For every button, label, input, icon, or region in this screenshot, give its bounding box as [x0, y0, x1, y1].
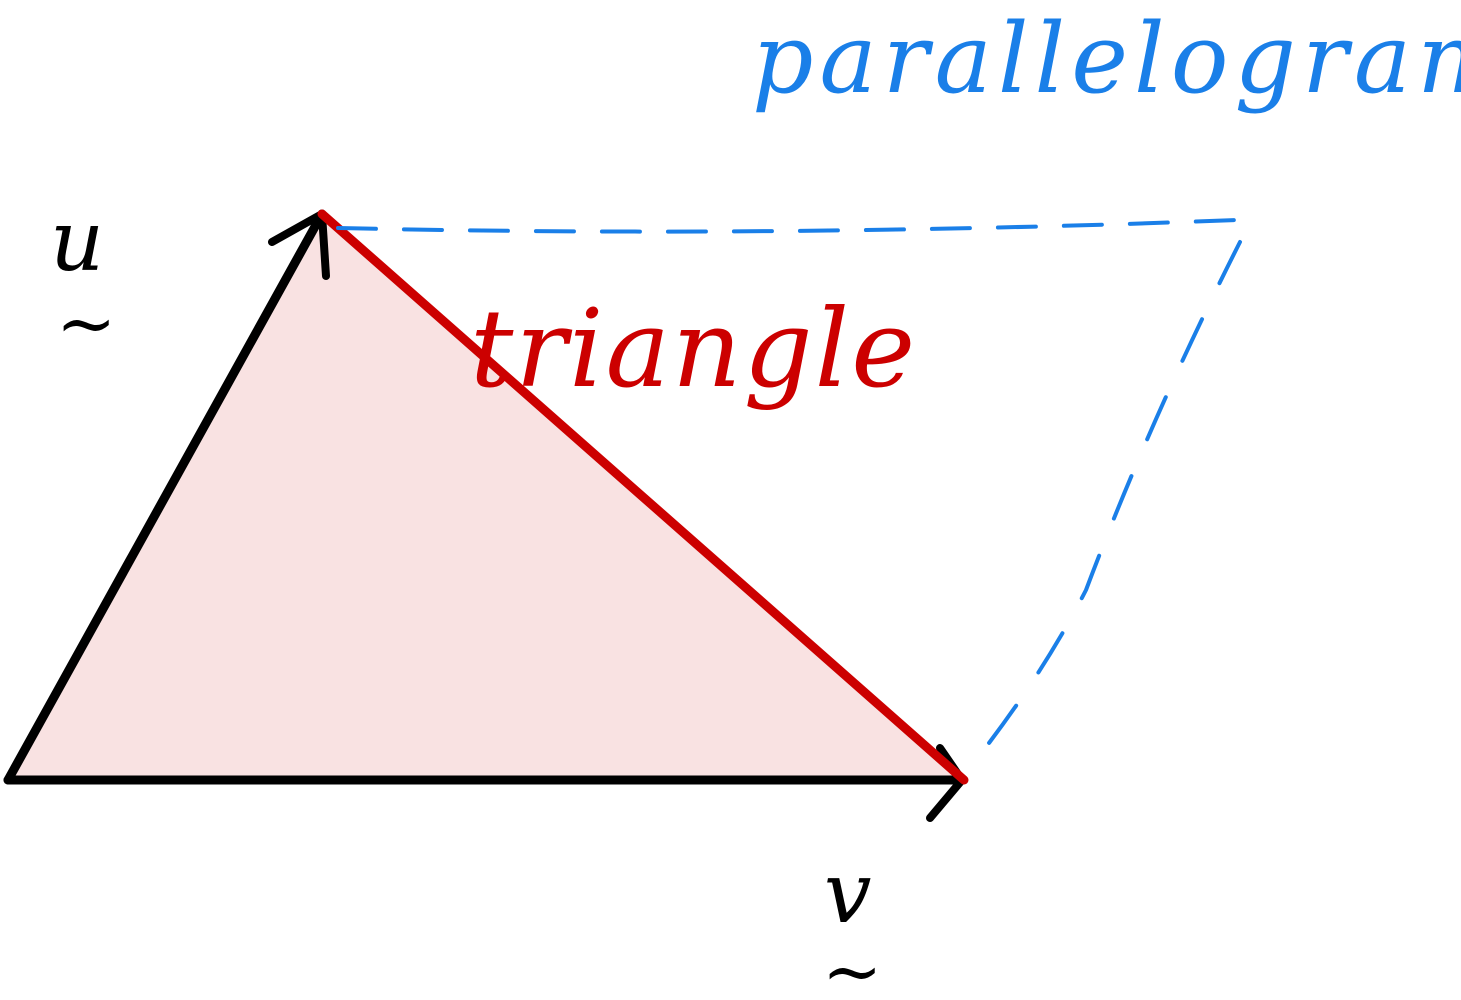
parallelogram-top-dashed-side: [336, 218, 1238, 234]
vector-u-arrow: [3, 209, 327, 785]
parallelogram-label: parallelogram: [752, 3, 1461, 115]
triangle-label: triangle: [470, 287, 917, 412]
triangle-side-line: [317, 209, 969, 785]
vector-v-label: v: [824, 844, 871, 942]
vector-v-tilde: ~: [822, 929, 882, 1000]
parallelogram-right-dashed-side: [966, 240, 1242, 772]
vector-u-label: u: [50, 192, 104, 290]
vector-u-tilde: ~: [56, 281, 116, 365]
